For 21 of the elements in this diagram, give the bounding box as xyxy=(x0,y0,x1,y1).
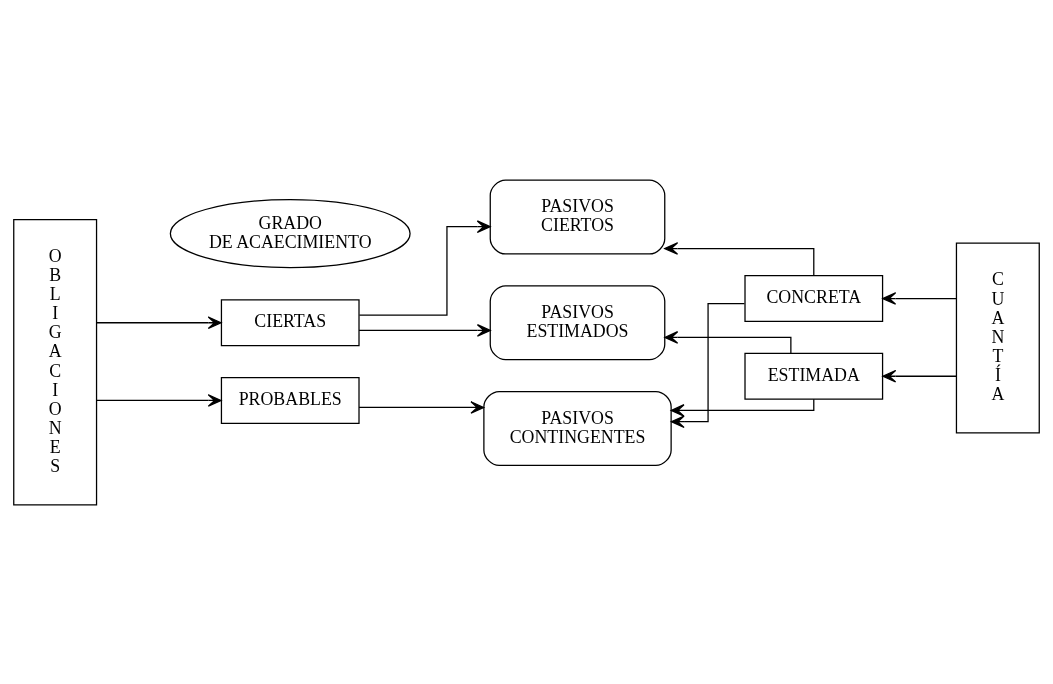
node-box: PASIVOS CIERTOS xyxy=(489,178,666,255)
arrow xyxy=(664,330,792,354)
node-box: CIERTAS xyxy=(220,298,360,346)
node-box: CONCRETA xyxy=(744,274,884,322)
arrow xyxy=(670,302,746,428)
node-box: PROBABLES xyxy=(220,376,360,424)
arrow xyxy=(96,393,222,407)
node-box: PASIVOS CONTINGENTES xyxy=(483,390,672,466)
arrow xyxy=(664,241,815,276)
arrow xyxy=(882,291,957,305)
arrow xyxy=(358,400,485,414)
node-box: ESTIMADA xyxy=(744,352,884,400)
arrow xyxy=(358,219,491,316)
node-box: CUANTÍA xyxy=(955,242,1040,434)
node-ellipse: GRADO DE ACAECIMIENTO xyxy=(169,198,411,268)
arrow xyxy=(882,369,957,383)
arrow xyxy=(670,398,815,417)
node-box: PASIVOS ESTIMADOS xyxy=(489,284,666,360)
arrow xyxy=(358,323,491,337)
node-box: OBLIGACIONES xyxy=(13,218,98,506)
arrow xyxy=(96,315,222,329)
